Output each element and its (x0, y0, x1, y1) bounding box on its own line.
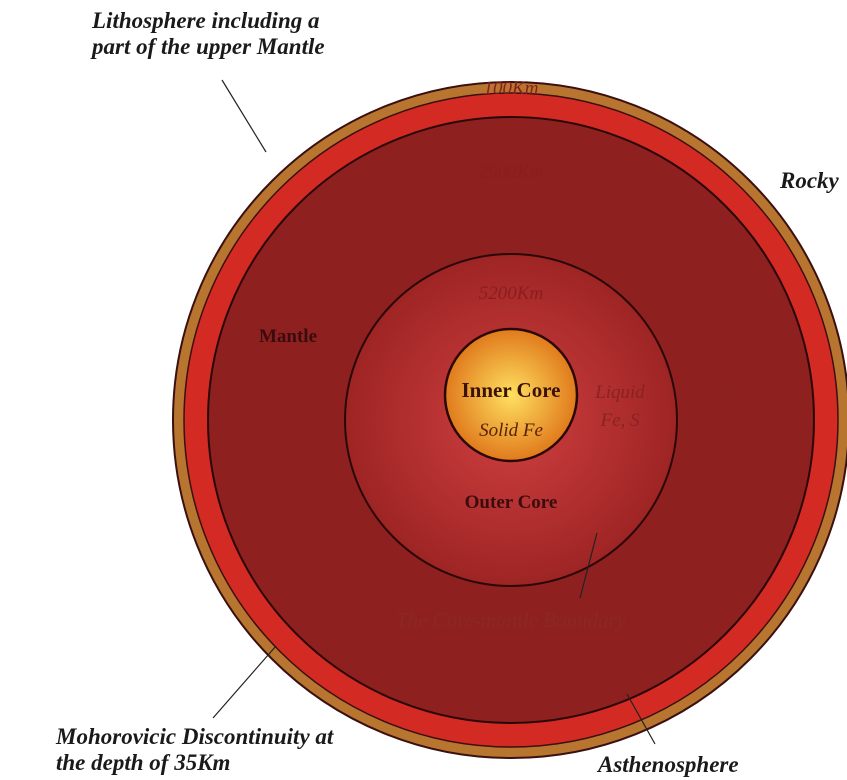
outer-core-composition-line-1: Liquid (594, 382, 645, 403)
rocky-callout: Rocky (780, 168, 839, 194)
lithosphere-leader-line (221, 79, 267, 153)
depth-label-2900km: 2900Km (479, 162, 543, 183)
mantle-composition-line-1: Plastic (715, 348, 769, 369)
moho-callout-line-1: Mohorovicic Discontinuity at (56, 724, 334, 749)
core-mantle-boundary-leader-line (579, 532, 598, 599)
lithosphere-callout-line-1: Lithosphere including a (92, 8, 320, 33)
moho-callout-line-2: the depth of 35Km (56, 750, 231, 775)
inner-core-layer (443, 327, 579, 463)
mantle-composition-line-2: Mg, Fe, (711, 376, 772, 397)
mantle-label: Mantle (259, 326, 317, 347)
moho-callout: Mohorovicic Discontinuity at the depth o… (56, 724, 333, 776)
mantle-composition-line-3: Al, Si, O (708, 405, 775, 426)
inner-core-composition: Solid Fe (479, 420, 543, 441)
core-mantle-boundary-label: The Core-mantle Boundary (396, 608, 627, 632)
depth-label-100km: 100Km (484, 78, 539, 99)
lithosphere-callout: Lithosphere including a part of the uppe… (92, 8, 325, 60)
asthenosphere-callout: Asthenosphere (598, 752, 739, 778)
rocky-callout-text: Rocky (780, 168, 839, 193)
outer-core-label: Outer Core (465, 492, 558, 513)
asthenosphere-callout-text: Asthenosphere (598, 752, 739, 777)
moho-leader-line (212, 645, 277, 719)
lithosphere-callout-line-2: part of the upper Mantle (92, 34, 325, 59)
inner-core-label: Inner Core (462, 378, 561, 402)
asthenosphere-leader-line (626, 693, 656, 745)
depth-label-5200km: 5200Km (479, 283, 543, 304)
outer-core-composition-line-2: Fe, S (599, 410, 640, 431)
